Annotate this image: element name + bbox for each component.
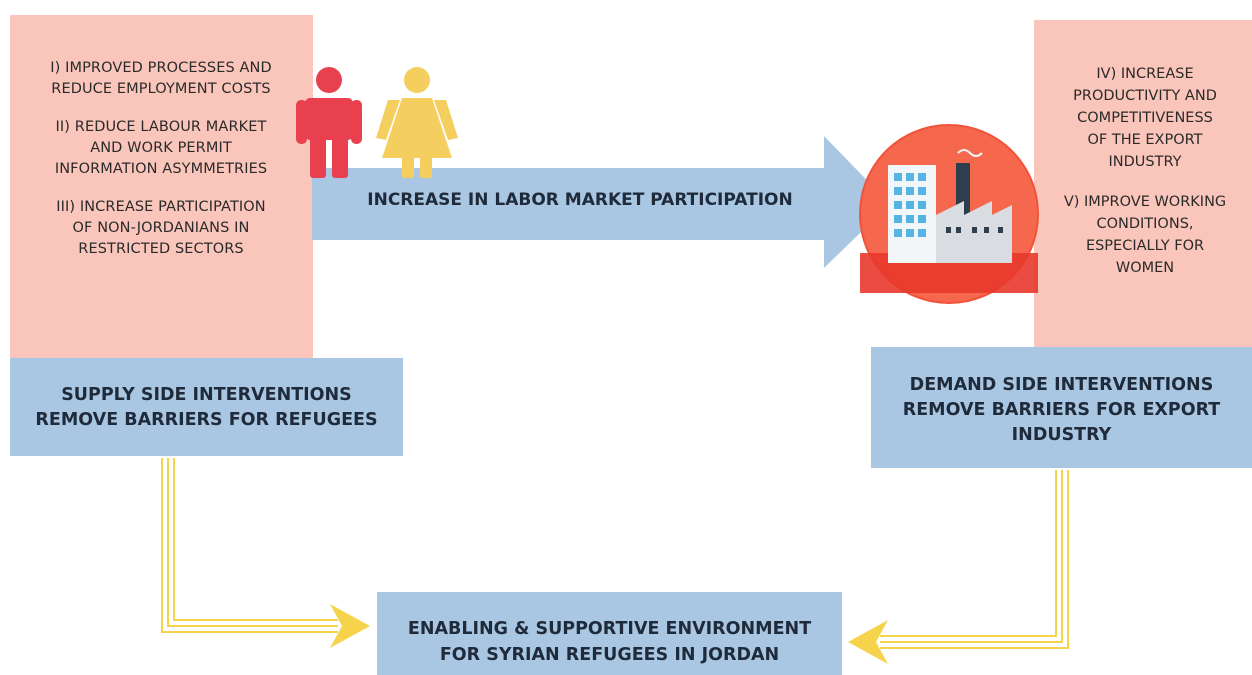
demand-action-4: IV) INCREASE PRODUCTIVITY AND COMPETITIV… xyxy=(1073,66,1217,170)
supply-action-1: I) IMPROVED PROCESSES AND REDUCE EMPLOYM… xyxy=(50,60,272,97)
supply-side-box xyxy=(10,358,403,456)
demand-to-outcome-connector xyxy=(880,470,1069,649)
supply-connector-arrowhead xyxy=(330,604,370,648)
participation-arrow xyxy=(312,136,890,268)
demand-side-box xyxy=(871,347,1252,468)
supply-actions-list: I) IMPROVED PROCESSES AND REDUCE EMPLOYM… xyxy=(20,58,302,277)
demand-actions-panel xyxy=(1034,20,1252,350)
supply-side-label: SUPPLY SIDE INTERVENTIONS REMOVE BARRIER… xyxy=(35,385,378,430)
factory-icon xyxy=(859,124,1039,304)
outcome-box xyxy=(377,592,842,675)
outcome-label: ENABLING & SUPPORTIVE ENVIRONMENT FOR SY… xyxy=(407,619,812,665)
supply-to-outcome-connector xyxy=(161,458,338,633)
supply-action-2: II) REDUCE LABOUR MARKET AND WORK PERMIT… xyxy=(54,119,268,177)
woman-icon xyxy=(376,67,458,178)
demand-action-5: V) IMPROVE WORKING CONDITIONS, ESPECIALL… xyxy=(1063,194,1227,276)
supply-action-3: III) INCREASE PARTICIPATION OF NON-JORDA… xyxy=(56,199,266,257)
demand-side-label: DEMAND SIDE INTERVENTIONS REMOVE BARRIER… xyxy=(902,375,1221,445)
supply-actions-panel xyxy=(10,15,313,360)
participation-label: INCREASE IN LABOR MARKET PARTICIPATION xyxy=(367,190,793,210)
man-icon xyxy=(296,67,362,178)
demand-actions-list: IV) INCREASE PRODUCTIVITY AND COMPETITIV… xyxy=(1040,63,1250,297)
demand-connector-arrowhead xyxy=(848,620,888,664)
